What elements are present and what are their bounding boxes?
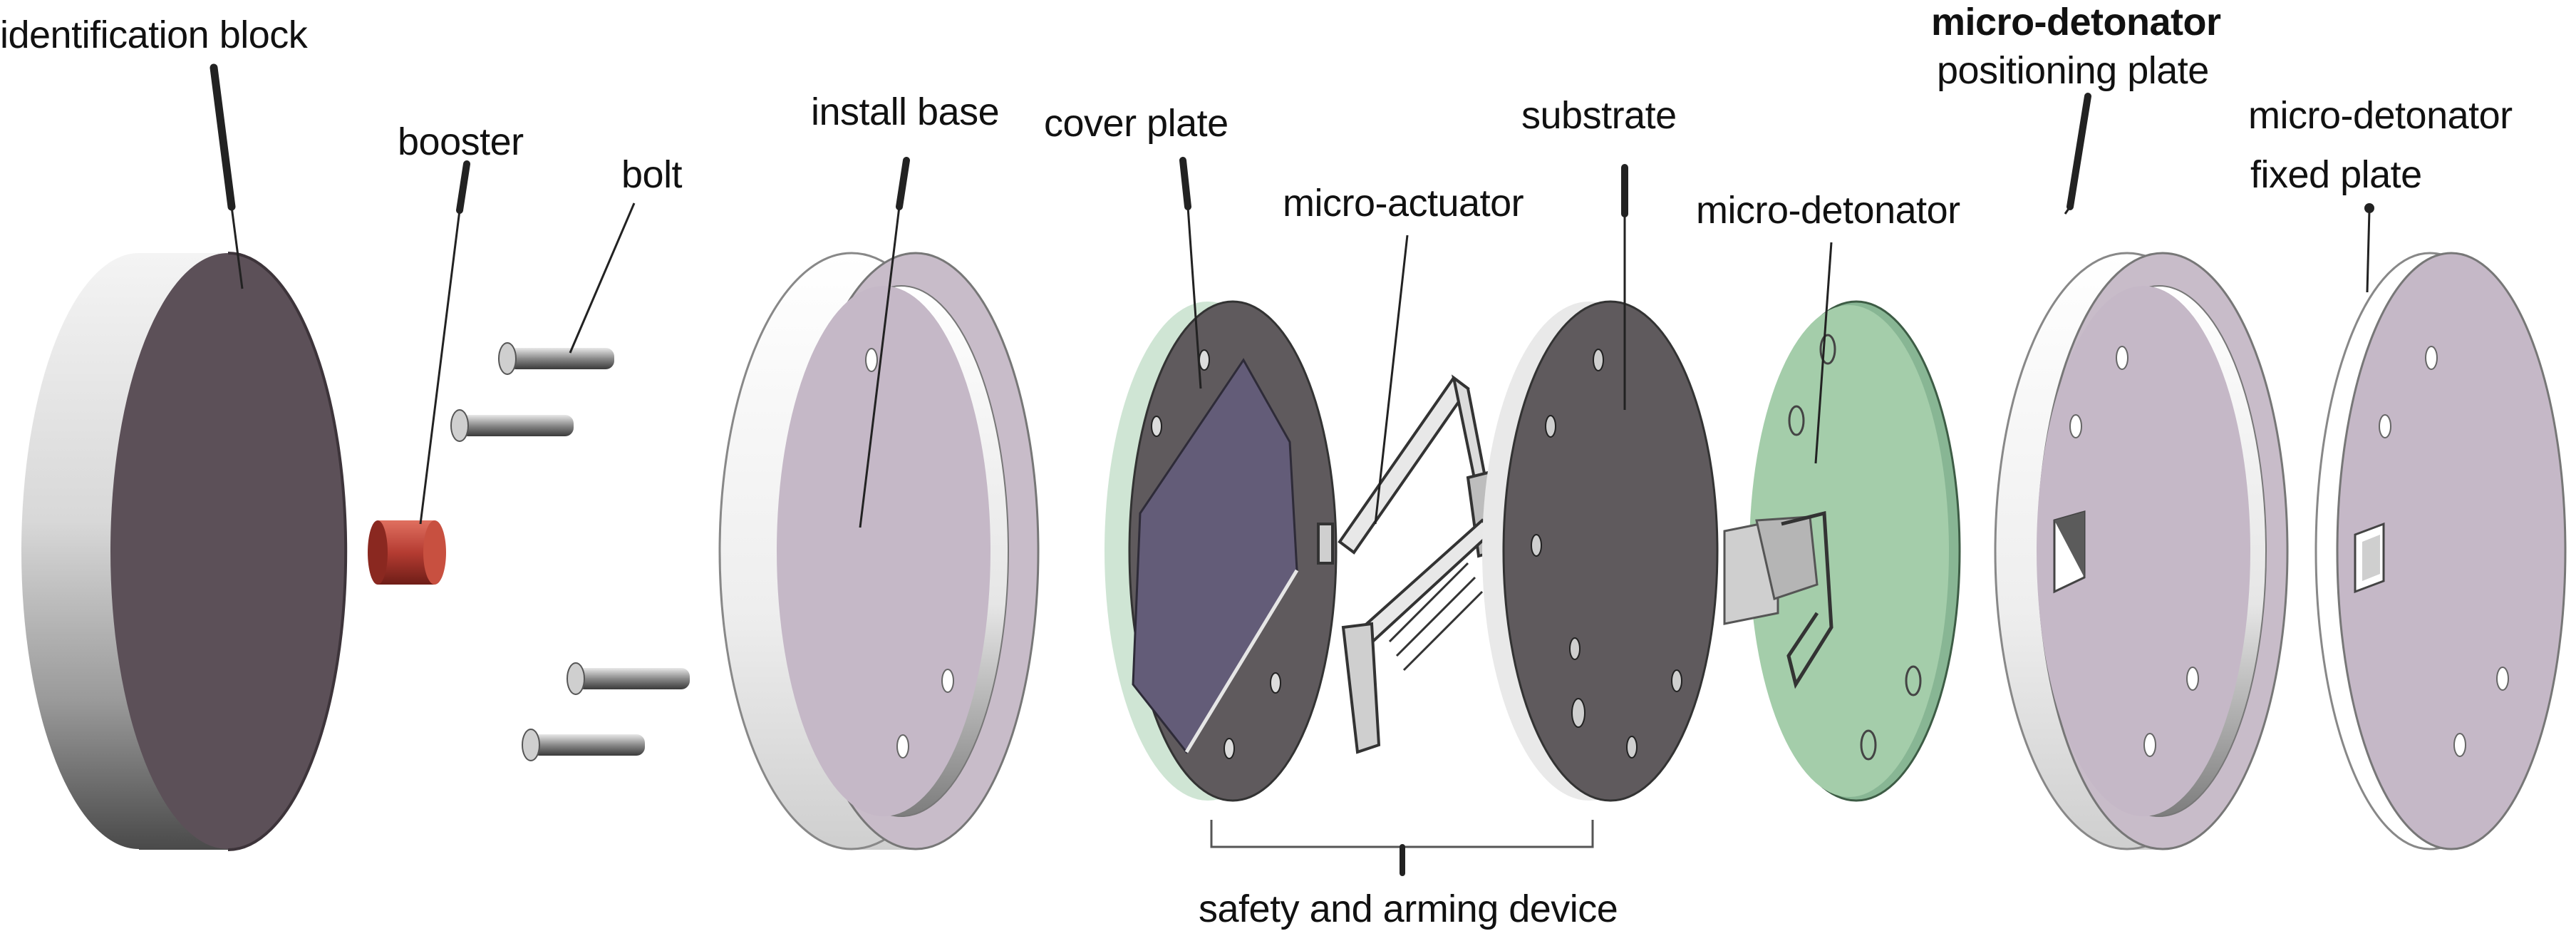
- leader-fixed-plate: [2366, 210, 2371, 293]
- identification-block: [21, 252, 348, 851]
- label-micro-detonator: micro-detonator: [1696, 189, 1960, 232]
- label-install-base: install base: [811, 91, 1000, 133]
- leader-booster: [456, 160, 470, 214]
- safety-arming-bracket: [1210, 820, 1594, 876]
- leader-cover-plate: [1179, 157, 1191, 210]
- micro-actuator: [1317, 374, 1506, 754]
- leader-bolt: [569, 202, 636, 354]
- label-micro-actuator: micro-actuator: [1283, 182, 1524, 225]
- cover-plate: [1105, 300, 1338, 802]
- label-safety-and-arming-device: safety and arming device: [1199, 888, 1618, 930]
- leader-identification-block: [210, 63, 236, 211]
- label-cover-plate: cover plate: [1044, 102, 1228, 145]
- leader-positioning-plate: [2067, 93, 2091, 210]
- micro-detonator-fixed-plate: [2314, 252, 2567, 850]
- bolt-3: [567, 662, 690, 695]
- leader-install-base: [896, 157, 910, 210]
- leader-micro-actuator: [1374, 235, 1409, 525]
- label-identification-block: identification block: [0, 14, 308, 56]
- label-positioning-plate-line1: micro-detonator: [1931, 1, 2221, 43]
- leader-install-base-thin: [859, 206, 901, 528]
- label-booster: booster: [398, 120, 524, 163]
- label-positioning-plate-line2: positioning plate: [1937, 49, 2209, 92]
- leader-micro-detonator: [1814, 242, 1833, 464]
- leader-lines: [210, 63, 2374, 528]
- leader-positioning-plate-thin: [2064, 206, 2071, 215]
- label-fixed-plate-line2: fixed plate: [2250, 153, 2422, 196]
- leader-identification-block-thin: [230, 206, 244, 289]
- leader-fixed-plate-dot: [2364, 203, 2374, 213]
- micro-detonator: [1723, 300, 1961, 802]
- bolt-4: [522, 729, 645, 761]
- leader-booster-thin: [419, 210, 461, 525]
- label-fixed-plate-line1: micro-detonator: [2248, 94, 2513, 137]
- bolt-2: [450, 409, 574, 442]
- label-bolt: bolt: [621, 153, 683, 196]
- substrate: [1482, 300, 1719, 802]
- install-base: [718, 252, 1040, 850]
- bolt-1: [498, 342, 614, 375]
- booster: [368, 520, 446, 585]
- leader-cover-plate-thin: [1186, 206, 1202, 389]
- label-substrate: substrate: [1521, 94, 1677, 137]
- bolts: [450, 342, 690, 761]
- micro-detonator-positioning-plate: [1994, 252, 2289, 850]
